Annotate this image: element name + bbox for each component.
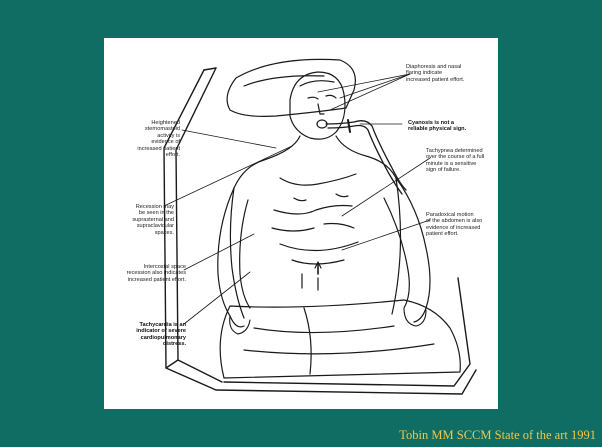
annotation-paradoxical-motion: Paradoxical motion of the abdomen is als…	[426, 212, 496, 238]
breathing-tube	[326, 120, 406, 194]
citation-text: Tobin MM SCCM State of the art 1991	[399, 428, 596, 443]
annotation-sternomastoid: Heightened sternomastoid activity is evi…	[112, 120, 180, 158]
annotation-cyanosis: Cyanosis is not a reliable physical sign…	[408, 120, 496, 133]
clinical-illustration-panel: Diaphoresis and nasal flaring indicate i…	[104, 38, 498, 409]
patient-hands	[230, 308, 426, 334]
patient-head	[290, 72, 345, 139]
annotation-recession: Recession may be seen in the suprasterna…	[108, 204, 174, 236]
annotation-intercostal: Intercostal space recession also indicat…	[106, 264, 186, 283]
annotation-tachypnea: Tachypnea determined over the course of …	[426, 148, 496, 174]
pillow	[227, 59, 355, 116]
annotation-tachycardia: Tachycardia is an indicator of severe ca…	[114, 322, 186, 348]
annotation-diaphoresis: Diaphoresis and nasal flaring indicate i…	[406, 64, 496, 83]
